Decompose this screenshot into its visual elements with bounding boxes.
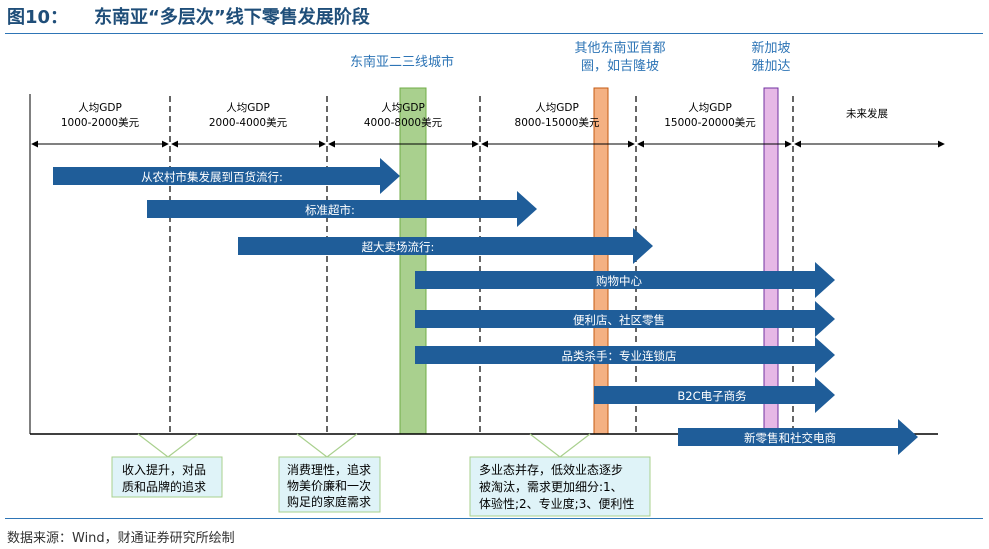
arrow-convenience-store [415, 301, 835, 337]
callout-3-line-1: 多业态并存，低效业态逐步 [479, 462, 623, 477]
callout-pointers [137, 433, 591, 458]
arrow-label-supermarket: 标准超市: [305, 203, 355, 217]
arrow-label-convenience-store: 便利店、社区零售 [573, 313, 665, 327]
stage-1-range: 1000-2000美元 [61, 116, 140, 129]
figure-number: 图10： [7, 7, 69, 28]
figure-title: 图10： 东南亚“多层次”线下零售发展阶段 [7, 3, 370, 29]
stage-3-label: 人均GDP [381, 102, 425, 114]
arrow-label-hypermarket: 超大卖场流行: [362, 240, 435, 254]
callout-box-2 [278, 456, 381, 513]
city-label-capitals-line2: 圈，如吉隆坡 [581, 58, 659, 74]
city-label-singapore: 新加坡 [751, 40, 790, 56]
callout-1-line-2: 质和品牌的追求 [122, 479, 206, 494]
callout-2-line-1: 消费理性，追求 [287, 462, 371, 477]
callout-pointer-3 [529, 433, 591, 458]
callout-box-3 [469, 456, 651, 517]
callout-2-line-3: 购足的家庭需求 [287, 494, 371, 509]
stage-6-label: 未来发展 [846, 107, 888, 120]
band-other-capitals [593, 87, 609, 435]
source-rule [5, 518, 983, 519]
format-arrows [53, 158, 918, 455]
callout-box-1 [111, 456, 223, 498]
arrow-label-shopping-mall: 购物中心 [596, 274, 642, 288]
callout-text: 收入提升，对品 质和品牌的追求 消费理性，追求 物美价廉和一次 购足的家庭需求 … [122, 462, 634, 511]
arrow-shopping-mall [415, 262, 835, 298]
band-singapore-jakarta [763, 87, 779, 435]
arrow-label-new-retail: 新零售和社交电商 [744, 431, 836, 445]
callout-3-line-3: 体验性;2、专业度;3、便利性 [479, 496, 634, 511]
source-note: 数据来源：Wind，财通证券研究所绘制 [7, 531, 235, 546]
arrow-label-department-store: 从农村市集发展到百货流行: [141, 170, 283, 184]
arrow-label-b2c-ecommerce: B2C电子商务 [677, 389, 747, 403]
stage-2-range: 2000-4000美元 [209, 116, 288, 129]
figure-title-text: 东南亚“多层次”线下零售发展阶段 [94, 7, 370, 28]
band-second-tier-cities [399, 87, 427, 435]
arrow-labels: 从农村市集发展到百货流行: 标准超市: 超大卖场流行: 购物中心 便利店、社区零… [141, 170, 836, 445]
callout-2-line-2: 物美价廉和一次 [287, 478, 371, 493]
arrow-hypermarket [238, 228, 653, 264]
stage-4-label: 人均GDP [535, 102, 579, 114]
callout-3-line-2: 被淘汰，需求更加细分:1、 [479, 480, 623, 494]
stage-3-range: 4000-8000美元 [364, 116, 443, 129]
arrow-new-retail [678, 419, 918, 455]
arrow-supermarket [147, 191, 537, 227]
city-label-capitals-line1: 其他东南亚首都 [574, 40, 665, 56]
city-label-second-tier: 东南亚二三线城市 [350, 54, 454, 70]
stage-1-label: 人均GDP [78, 102, 122, 114]
callout-pointer-2 [296, 433, 358, 458]
callout-pointer-1 [137, 433, 199, 458]
city-label-jakarta: 雅加达 [751, 59, 790, 74]
stage-labels: 人均GDP 1000-2000美元 人均GDP 2000-4000美元 人均GD… [61, 102, 889, 129]
callout-1-line-1: 收入提升，对品 [122, 462, 206, 477]
title-rule [5, 33, 983, 34]
arrow-b2c-ecommerce [594, 377, 835, 413]
stage-4-range: 8000-15000美元 [515, 116, 600, 129]
stage-5-label: 人均GDP [688, 102, 732, 114]
stage-2-label: 人均GDP [226, 102, 270, 114]
arrow-department-store [53, 158, 400, 194]
arrow-category-killer [415, 337, 835, 373]
stage-dividers [169, 96, 794, 434]
arrow-label-category-killer: 品类杀手：专业连锁店 [562, 349, 677, 363]
stage-5-range: 15000-20000美元 [664, 116, 756, 129]
